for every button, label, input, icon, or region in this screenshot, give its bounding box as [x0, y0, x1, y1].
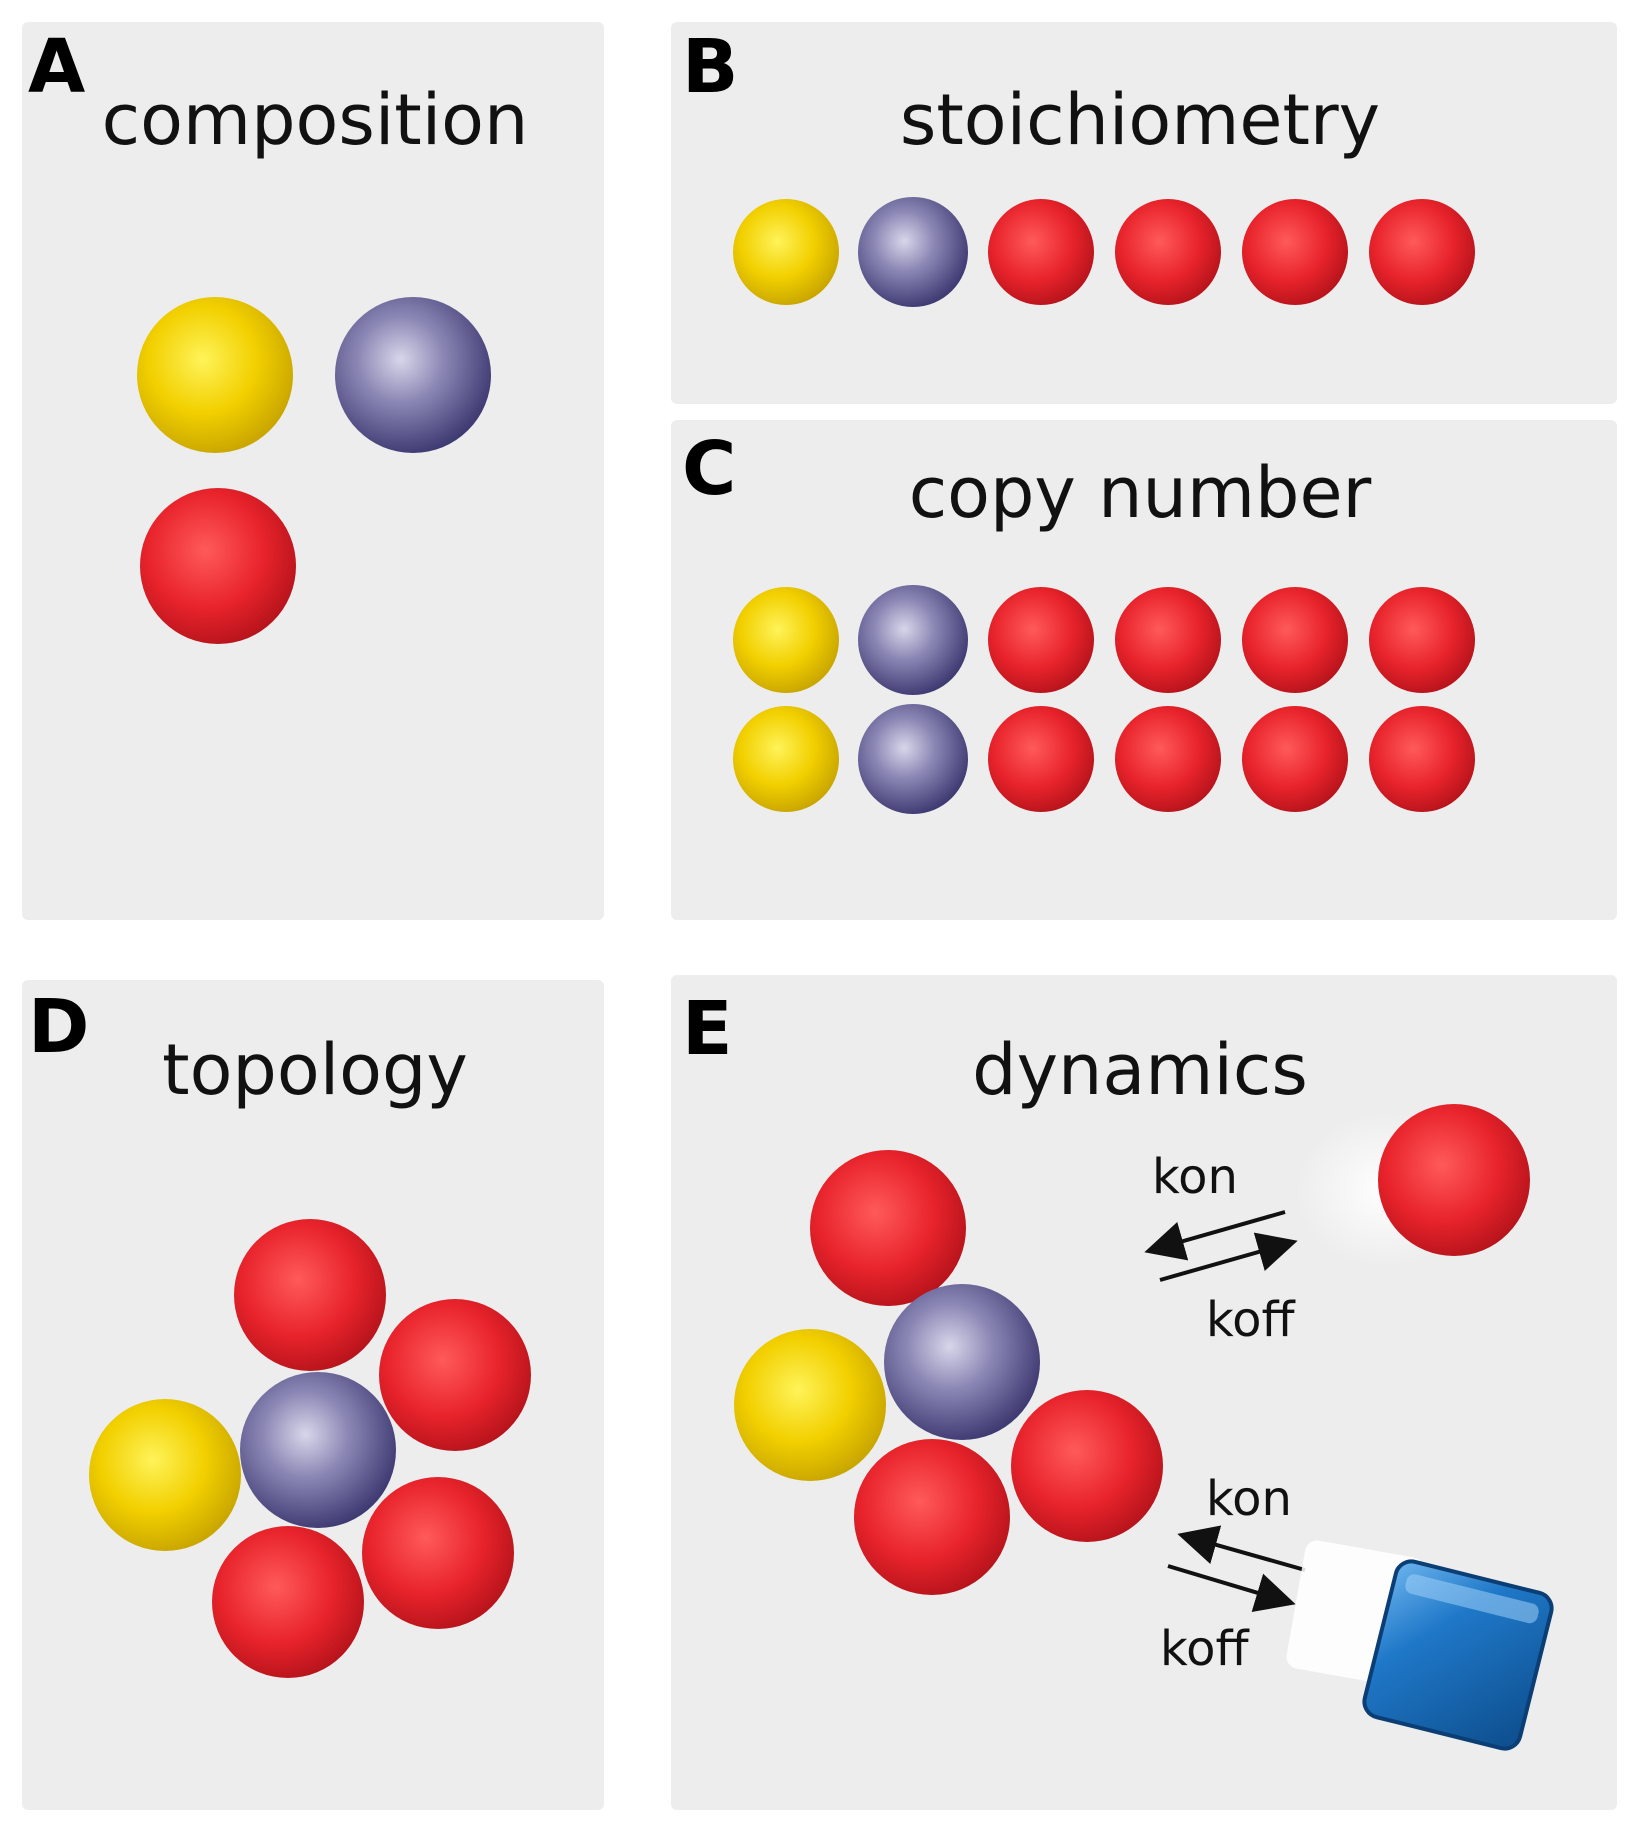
panel-e-letter: E	[682, 986, 733, 1072]
panel-e-bottom-koff-label: koff	[1160, 1621, 1249, 1677]
panel-b-red-subunit-2	[1115, 199, 1221, 305]
panel-b-red-subunit-1	[988, 199, 1094, 305]
panel-e-top-koff-label: koff	[1206, 1292, 1295, 1348]
panel-b-title: stoichiometry	[899, 79, 1381, 161]
panel-e-bottom-kon-arrow	[1177, 1525, 1306, 1572]
panel-e-red-subunit-top	[810, 1150, 966, 1306]
panel-e-free-red-subunit	[1378, 1104, 1530, 1256]
panel-c-red-subunit-7	[1242, 706, 1348, 812]
panel-b-yellow-subunit	[733, 199, 839, 305]
panel-d-purple-subunit	[240, 1372, 396, 1528]
panel-e-red-subunit-right	[1011, 1390, 1163, 1542]
panel-b-purple-subunit	[858, 197, 968, 307]
panel-c-yellow-subunit-2	[733, 706, 839, 812]
panel-a-red-subunit	[140, 488, 296, 644]
panel-e-title: dynamics	[972, 1029, 1308, 1111]
panel-e-bottom-koff-arrow	[1167, 1564, 1296, 1612]
panel-b-red-subunit-3	[1242, 199, 1348, 305]
panel-d-red-subunit-right-upper	[379, 1299, 531, 1451]
panel-c-purple-subunit-2	[858, 704, 968, 814]
panel-c-red-subunit-4	[1369, 587, 1475, 693]
panel-a-title: composition	[101, 79, 529, 161]
panel-e-yellow-subunit	[734, 1329, 886, 1481]
panel-d-yellow-subunit	[89, 1399, 241, 1551]
panel-e-bottom-kon-label: kon	[1206, 1471, 1292, 1527]
panel-a-purple-subunit	[335, 297, 491, 453]
panel-a	[22, 22, 604, 920]
panel-d-red-subunit-right-lower	[362, 1477, 514, 1629]
panel-c-letter: C	[682, 426, 737, 512]
panel-d-red-subunit-bottom	[212, 1526, 364, 1678]
panel-c-red-subunit-5	[988, 706, 1094, 812]
panel-e-top-koff-arrow	[1159, 1232, 1298, 1282]
panel-e-red-subunit-bottom	[854, 1439, 1010, 1595]
panel-c-red-subunit-3	[1242, 587, 1348, 693]
panel-e-purple-subunit	[884, 1284, 1040, 1440]
panel-c-purple-subunit-1	[858, 585, 968, 695]
panel-e-blue-square-ligand	[1362, 1559, 1554, 1751]
panel-c-title: copy number	[908, 452, 1372, 534]
panel-e-top-kon-arrow	[1144, 1210, 1286, 1261]
panel-c-red-subunit-2	[1115, 587, 1221, 693]
panel-e-top-kon-label: kon	[1152, 1149, 1238, 1205]
panel-c-red-subunit-1	[988, 587, 1094, 693]
panel-c-yellow-subunit-1	[733, 587, 839, 693]
panel-d-letter: D	[28, 984, 90, 1070]
panel-c-red-subunit-6	[1115, 706, 1221, 812]
panel-b-letter: B	[682, 24, 739, 110]
panel-b-red-subunit-4	[1369, 199, 1475, 305]
panel-a-letter: A	[28, 24, 86, 110]
panel-d-title: topology	[162, 1029, 468, 1111]
panel-a-yellow-subunit	[137, 297, 293, 453]
panel-d-red-subunit-top	[234, 1219, 386, 1371]
panel-c-red-subunit-8	[1369, 706, 1475, 812]
